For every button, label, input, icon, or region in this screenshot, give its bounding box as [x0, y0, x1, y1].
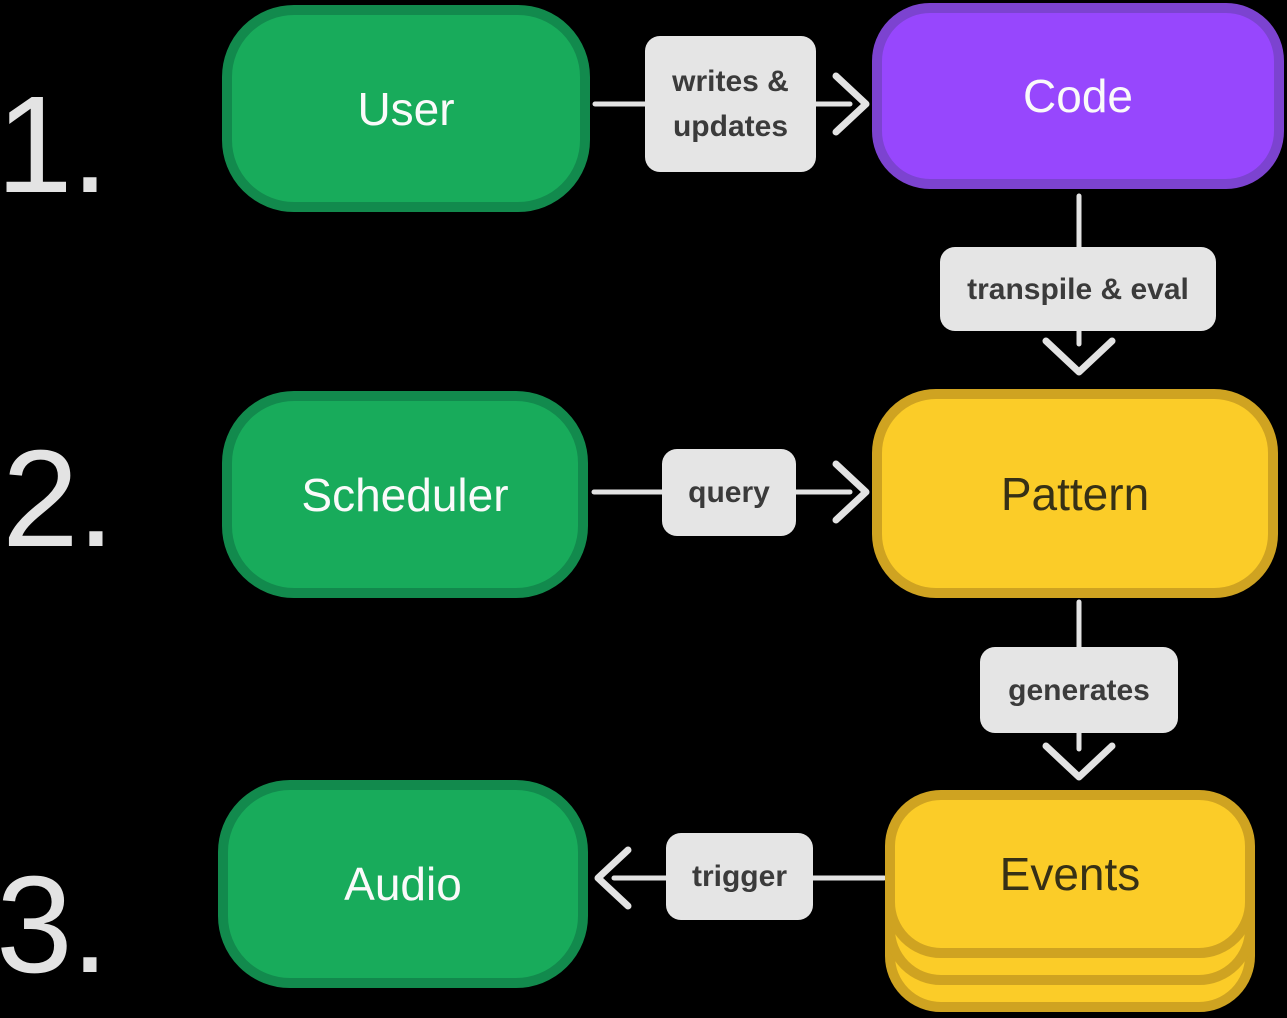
edge-label-writes-updates: writes & updates [645, 36, 816, 172]
edge-label-query: query [662, 449, 796, 536]
edge-label-transpile-text: transpile & eval [967, 272, 1189, 306]
step-number-3: 3. [0, 848, 109, 1002]
node-user: User [222, 5, 590, 212]
node-code: Code [872, 3, 1284, 189]
edge-label-generates-text: generates [1008, 673, 1150, 707]
edge-label-trigger-text: trigger [691, 860, 787, 893]
node-user-label: User [357, 82, 455, 135]
node-events-stack: Events [885, 790, 1255, 1012]
node-audio-label: Audio [344, 858, 462, 910]
step-number-2: 2. [2, 422, 115, 576]
node-scheduler: Scheduler [222, 391, 588, 598]
node-pattern: Pattern [872, 389, 1278, 598]
edge-label-transpile-eval: transpile & eval [940, 247, 1216, 331]
edge-label-trigger: trigger [666, 833, 813, 920]
node-pattern-label: Pattern [1000, 467, 1150, 520]
edge-label-writes-line1: writes & [672, 65, 789, 98]
edge-label-writes-line2: updates [672, 110, 789, 143]
node-events-label: Events [999, 848, 1141, 900]
step-number-1: 1. [0, 68, 109, 222]
node-scheduler-label: Scheduler [301, 468, 509, 521]
edge-label-query-text: query [688, 476, 770, 509]
edge-label-generates: generates [980, 647, 1178, 733]
node-events: Events [885, 790, 1255, 958]
node-code-label: Code [1023, 70, 1133, 122]
node-audio: Audio [218, 780, 588, 988]
